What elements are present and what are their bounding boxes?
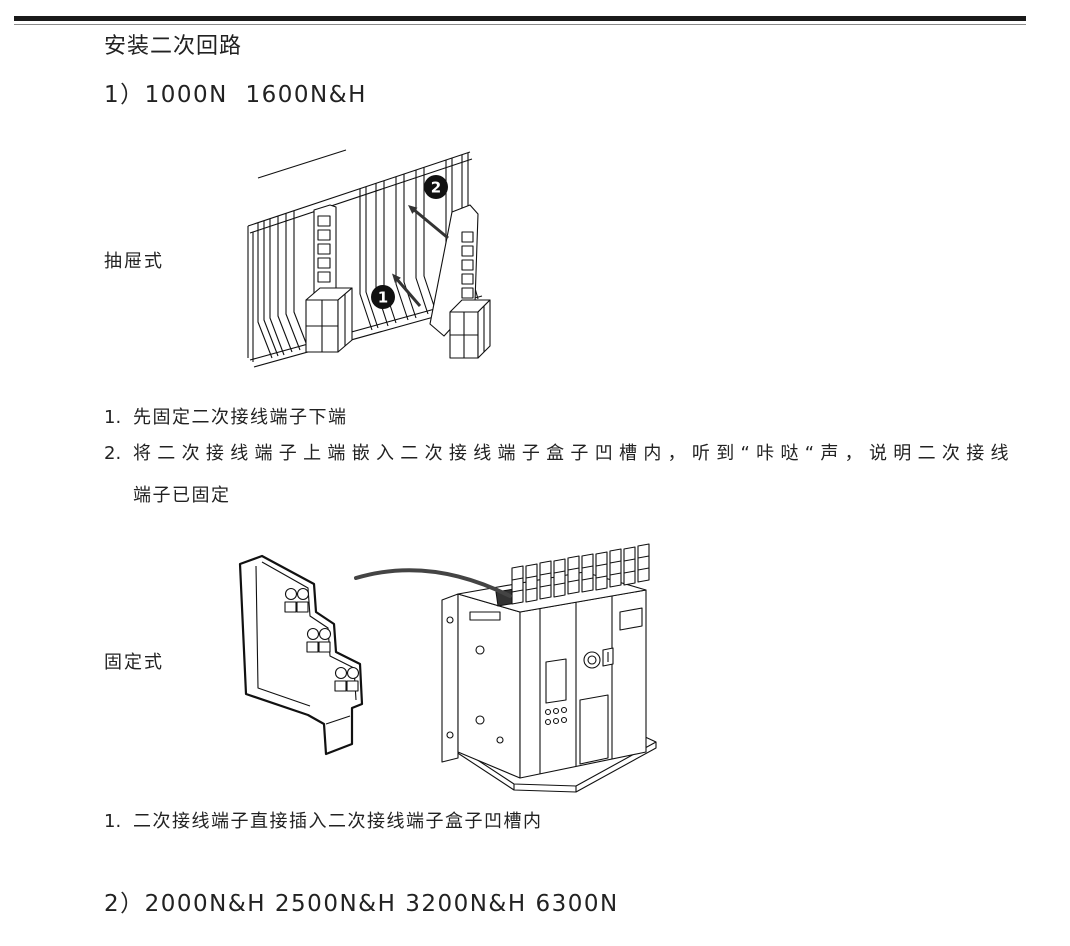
button: [544, 708, 552, 716]
terminal-screw: [284, 587, 298, 601]
step-text-line: 将二次接线端子上端嵌入二次接线端子盒子凹槽内，听到“咔哒“声，说明二次接线: [133, 443, 1010, 464]
breaker-left-flange: [441, 593, 459, 763]
terminal-screw: [334, 666, 348, 680]
header-rule-thin: [14, 24, 1026, 25]
fixed-type-label: 固定式: [104, 652, 164, 673]
step-text: 二次接线端子直接插入二次接线端子盒子凹槽内: [133, 811, 543, 832]
fixed-type-illustration: [238, 543, 657, 793]
terminal-slot: [317, 243, 331, 255]
terminal-opening: [346, 680, 359, 692]
mounting-hole: [446, 616, 454, 624]
callout-2: 2: [424, 175, 448, 199]
step-text: 先固定二次接线端子下端: [133, 407, 348, 428]
breaker-buttons: [544, 706, 568, 726]
breaker-side-slot: [469, 611, 501, 621]
terminal-opening: [306, 641, 319, 653]
callout-number: 2: [431, 179, 441, 197]
terminal-screw: [346, 666, 360, 680]
chassis-side-edge: [247, 226, 254, 362]
secondary-terminal-block: [238, 554, 364, 756]
mounting-hole: [446, 731, 454, 739]
terminal-slot: [317, 229, 331, 241]
callout-badge: [424, 175, 448, 199]
step-number: 1.: [104, 811, 122, 832]
subsection-heading-1: 1）1000N 1600N&H: [104, 82, 367, 108]
step-number: 1.: [104, 407, 122, 428]
breaker-lower-door: [579, 694, 609, 765]
circuit-breaker: [441, 543, 657, 793]
header-rule: [14, 16, 1026, 21]
breaker-panel-dividers: [539, 596, 613, 774]
callout-badge: [371, 285, 395, 309]
terminal-slot: [317, 257, 331, 269]
terminal-opening: [296, 601, 309, 613]
insert-arrow-1: [392, 273, 422, 307]
insert-arrow-2: [408, 205, 449, 240]
button: [560, 716, 568, 724]
terminal-screw: [318, 627, 332, 641]
breaker-side-face: [457, 593, 521, 779]
breaker-knob-center: [587, 655, 597, 665]
subsection-heading-2: 2）2000N&H 2500N&H 3200N&H 6300N: [104, 891, 619, 917]
terminal-opening: [334, 680, 347, 692]
terminal-slot: [461, 231, 474, 243]
terminal-block-outline: [238, 554, 364, 756]
arrow-head: [408, 205, 418, 214]
terminal-slot: [461, 273, 474, 285]
mounting-hole: [496, 736, 504, 744]
terminal-opening: [284, 601, 297, 613]
step-text-line: 端子已固定: [133, 485, 231, 506]
terminal-screw: [306, 627, 320, 641]
terminal-slot: [461, 287, 474, 299]
button: [560, 706, 568, 714]
secondary-wire: [354, 568, 512, 598]
terminal-screw: [296, 587, 310, 601]
terminal-slot: [461, 259, 474, 271]
mounting-hole: [475, 715, 485, 725]
section-title: 安装二次回路: [104, 34, 243, 59]
chassis-top-rail: [247, 149, 473, 234]
terminal-housing-slots: [306, 294, 346, 352]
terminal-opening: [318, 641, 331, 653]
terminal-slot: [317, 215, 331, 227]
breaker-display: [545, 658, 567, 704]
terminal-housing-slots: [450, 306, 485, 358]
breaker-terminal-row: [511, 543, 650, 605]
callout-1: 1: [371, 285, 395, 309]
arrow-shaft: [412, 207, 449, 240]
breaker-nameplate: [619, 607, 643, 631]
button: [552, 717, 560, 725]
mounted-terminal-block: [305, 204, 353, 353]
arrow-head: [392, 273, 401, 283]
inserting-terminal-block: [429, 204, 491, 359]
breaker-push-button: [602, 647, 614, 667]
drawer-type-illustration: 1 2: [247, 149, 491, 368]
terminal-slot: [317, 271, 331, 283]
terminal-slot: [461, 245, 474, 257]
button: [552, 707, 560, 715]
button: [544, 718, 552, 726]
mounting-hole: [475, 645, 485, 655]
callout-number: 1: [378, 289, 388, 307]
drawer-type-label: 抽屉式: [104, 251, 164, 272]
step-number: 2.: [104, 443, 122, 464]
breaker-terminal-ribs: [511, 555, 650, 593]
arrow-shaft: [393, 276, 422, 307]
